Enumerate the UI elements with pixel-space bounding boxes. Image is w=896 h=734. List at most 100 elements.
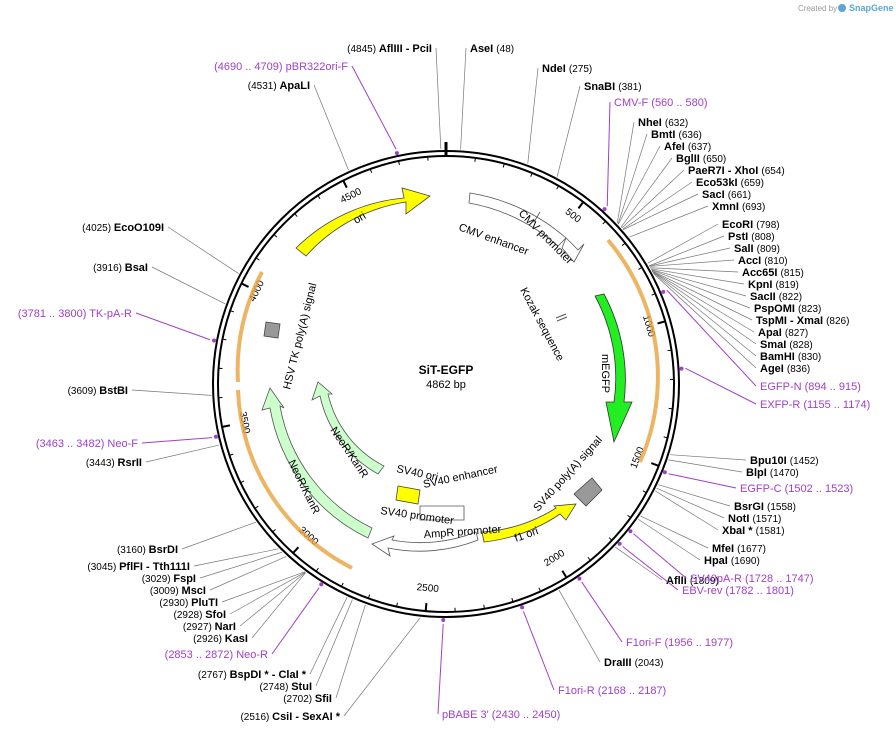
feature-sv40-polya-box	[573, 477, 603, 507]
enzyme-label: SnaBI (381)	[584, 81, 642, 93]
enzyme-label: AccI (810)	[738, 255, 788, 267]
feature-neor-inner-arrow	[311, 381, 385, 475]
minor-tick	[474, 157, 476, 162]
primer-label: EXFP-R (1155 .. 1174)	[760, 399, 870, 411]
enzyme-leader-line	[556, 85, 581, 177]
feature-sv40-ori-box	[395, 485, 421, 505]
primer-site-mark	[577, 576, 582, 581]
primer-site-mark	[212, 338, 217, 343]
enzyme-leader-line	[620, 157, 673, 228]
enzyme-label: EcoRI (798)	[722, 219, 780, 231]
primer-label: EGFP-N (894 .. 915)	[760, 381, 861, 393]
minor-tick	[367, 594, 371, 599]
enzyme-label: AseI (48)	[470, 43, 514, 55]
backbone-inner-circle	[217, 155, 675, 613]
minor-tick	[369, 168, 373, 173]
kozak-mark-2	[556, 316, 568, 322]
feature-cmv-promoter-arrow	[561, 237, 585, 263]
minor-tick	[602, 220, 606, 225]
primer-leader-line	[141, 437, 213, 444]
enzyme-leader-line	[335, 604, 366, 699]
enzyme-label: SalI (809)	[734, 243, 780, 255]
enzyme-label: NheI (632)	[638, 117, 688, 129]
enzyme-leader-line	[650, 268, 745, 285]
enzyme-leader-line	[193, 548, 279, 567]
enzyme-leader-line	[435, 47, 442, 150]
primer-leader-line	[437, 623, 444, 715]
enzyme-leader-line	[616, 121, 635, 224]
tick-mark	[342, 180, 348, 189]
tick-mark	[657, 320, 666, 325]
primer-label: EBV-rev (1782 .. 1801)	[682, 585, 794, 597]
enzyme-label: AflII (1809)	[666, 575, 719, 587]
enzyme-leader-line	[651, 270, 757, 345]
enzyme-leader-line	[209, 556, 287, 591]
minor-tick	[627, 514, 632, 519]
feature-sv40-polya-label: SV40 poly(A) signal	[531, 434, 605, 514]
minor-tick	[663, 436, 668, 439]
enzyme-leader-line	[649, 235, 725, 267]
enzyme-leader-line	[615, 546, 663, 581]
minor-tick	[642, 490, 647, 494]
primer-label: CMV-F (560 .. 580)	[614, 97, 708, 109]
enzyme-label: (2930) PluTI	[159, 597, 218, 609]
enzyme-leader-line	[651, 269, 747, 297]
enzyme-label: (4531) ApaLI	[248, 80, 310, 92]
enzyme-leader-line	[652, 271, 757, 357]
enzyme-label: (3160) BsrDI	[117, 544, 178, 556]
enzyme-leader-line	[650, 267, 739, 273]
feature-ori-label: ori	[352, 210, 369, 227]
minor-tick	[222, 338, 227, 341]
orf-egfp-track	[606, 238, 660, 463]
feature-kozak-label: Kozak sequence	[517, 286, 566, 363]
enzyme-label: (3443) RsrII	[86, 457, 142, 469]
tick-mark	[577, 201, 585, 209]
primer-leader-line	[271, 587, 320, 655]
enzyme-label: Bpu10I (1452)	[750, 455, 819, 467]
primer-site-mark	[662, 470, 667, 475]
minor-tick	[538, 587, 542, 592]
enzyme-leader-line	[313, 84, 349, 171]
minor-tick	[530, 172, 533, 177]
enzyme-label: (2748) StuI	[260, 681, 312, 693]
enzyme-leader-line	[640, 515, 709, 549]
minor-tick	[315, 567, 319, 572]
enzyme-leader-line	[229, 571, 306, 615]
enzyme-leader-line	[309, 597, 348, 675]
enzyme-label: BlpI (1470)	[746, 467, 799, 479]
enzyme-label: (4845) AflIII - PciI	[347, 43, 432, 55]
tick-label: 4500	[339, 186, 364, 206]
minor-tick	[317, 195, 321, 200]
feature-neor-outer-arrow	[261, 387, 373, 539]
minor-tick	[272, 528, 276, 533]
primer-site-mark	[441, 617, 446, 622]
minor-tick	[621, 242, 626, 246]
enzyme-leader-line	[460, 47, 467, 150]
orf-neor-track	[236, 389, 353, 570]
enzyme-leader-line	[651, 270, 755, 333]
tick-label: 500	[563, 207, 583, 226]
enzyme-label: (2927) NarI	[183, 621, 236, 633]
enzyme-leader-line	[315, 599, 353, 687]
minor-tick	[254, 505, 259, 509]
primer-site-mark	[617, 541, 622, 546]
minor-tick	[273, 234, 278, 238]
enzyme-label: (2767) BspDI * - ClaI *	[198, 669, 307, 681]
enzyme-leader-line	[622, 181, 693, 230]
primer-label: (2853 .. 2872) Neo-R	[165, 649, 268, 661]
features: ori CMV enhancer CMV promoter Kozak sequ…	[235, 187, 660, 570]
enzyme-leader-line	[181, 521, 257, 550]
tick-mark	[221, 424, 231, 428]
minor-tick	[556, 185, 560, 190]
primer-leader-line	[685, 367, 757, 405]
enzyme-label: TspMI - XmaI (826)	[756, 315, 849, 327]
primer-label: (3781 .. 3800) TK-pA-R	[18, 308, 132, 320]
primer-site-mark	[319, 582, 324, 587]
plasmid-name: SiT-EGFP	[419, 363, 474, 377]
enzyme-label: XbaI * (1581)	[722, 525, 785, 537]
feature-ampr-promoter-label: AmpR promoter	[423, 524, 502, 541]
minor-tick	[294, 213, 298, 217]
enzyme-leader-line	[145, 444, 220, 463]
enzyme-label: (4025) EcoO109I	[82, 222, 164, 234]
